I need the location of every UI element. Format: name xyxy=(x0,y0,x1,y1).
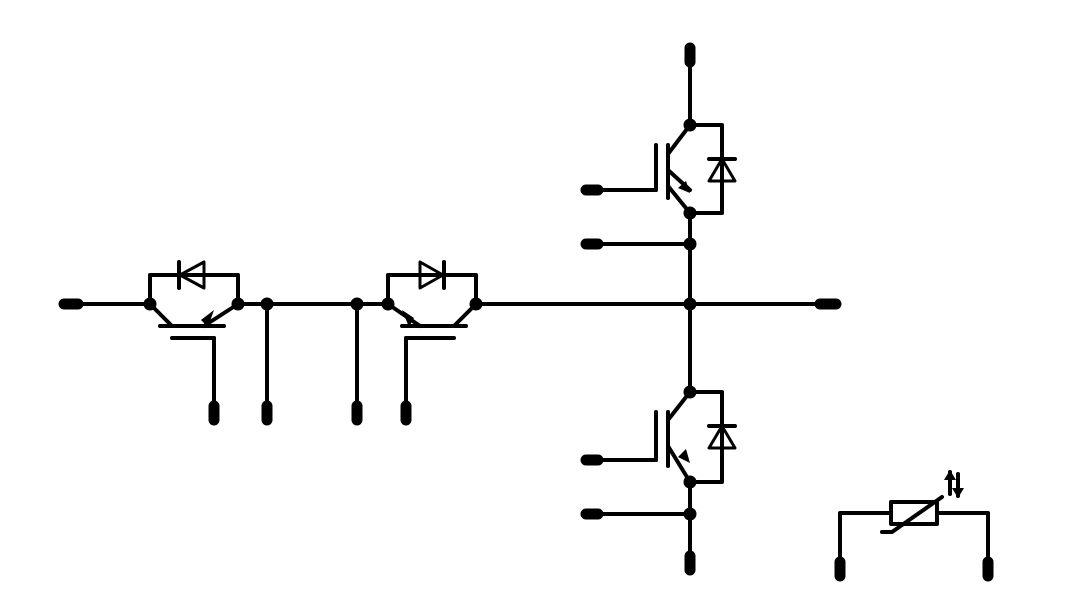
high-side-switch-group xyxy=(588,118,737,220)
left-switch-group xyxy=(143,260,245,412)
low-side-switch-group xyxy=(588,385,737,489)
ntc-thermistor-group xyxy=(838,470,990,570)
right-switch-group xyxy=(381,260,483,412)
high-side-diode-icon xyxy=(707,157,737,183)
low-side-igbt-icon xyxy=(588,390,692,484)
right-diode-icon xyxy=(418,260,446,290)
right-igbt-icon xyxy=(386,302,478,412)
high-side-igbt-icon xyxy=(588,123,692,215)
thermistor-icon xyxy=(889,500,939,526)
sense-taps xyxy=(588,237,697,521)
terminal-pins xyxy=(58,42,994,582)
temperature-arrows-icon xyxy=(944,470,964,498)
left-diode-icon xyxy=(177,260,206,290)
left-igbt-icon xyxy=(148,302,240,412)
bus-taps xyxy=(260,297,364,412)
low-side-diode-icon xyxy=(707,424,737,450)
